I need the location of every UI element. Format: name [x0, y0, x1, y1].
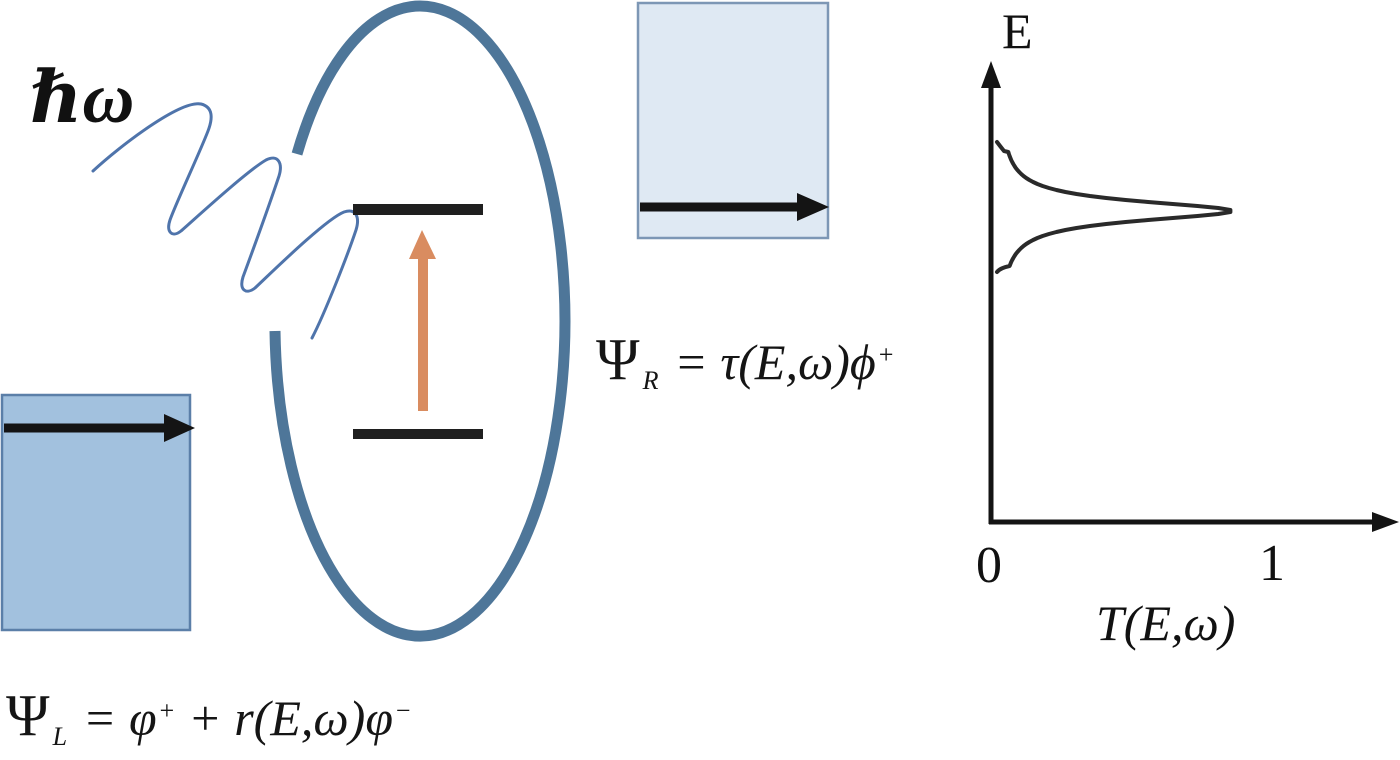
eq-psi-right-body: = τ(E,ω)ϕ — [661, 334, 876, 390]
eq-psi-left-body2: + r(E,ω)φ — [175, 690, 393, 746]
lower-energy-level — [353, 429, 483, 439]
photon-energy-label: ℏω — [30, 58, 135, 138]
right-lead-arrow-head-icon — [797, 193, 829, 221]
t-axis-tick-one: 1 — [1259, 535, 1285, 592]
eq-psi-right-symbol: Ψ — [596, 326, 640, 392]
transition-arrow-head-icon — [409, 230, 436, 259]
eq-psi-left-superscript1: + — [157, 695, 176, 725]
left-lead-rect — [0, 393, 192, 632]
eq-psi-left-superscript2: − — [394, 695, 412, 725]
eq-psi-left-subscript: L — [52, 721, 68, 751]
right-lead-rect — [636, 1, 830, 240]
upper-energy-level — [353, 204, 483, 215]
left-lead-arrow-head-icon — [164, 414, 195, 442]
transmission-curve — [995, 140, 1233, 274]
eq-psi-right-superscript: + — [877, 339, 895, 369]
t-axis-tick-zero: 0 — [976, 537, 1002, 594]
t-axis-label: T(E,ω) — [1096, 595, 1236, 651]
photon-wave-icon — [91, 102, 359, 340]
t-axis-arrowhead-icon — [1372, 512, 1399, 532]
quantum-dot-ellipse — [269, 0, 571, 642]
eq-psi-left-symbol: Ψ — [6, 682, 50, 748]
energy-axis-arrowhead-icon — [981, 61, 1001, 88]
energy-axis-label: E — [1002, 3, 1033, 59]
eq-psi-left-body1: = φ — [70, 690, 157, 746]
eq-psi-right-subscript: R — [642, 365, 659, 395]
